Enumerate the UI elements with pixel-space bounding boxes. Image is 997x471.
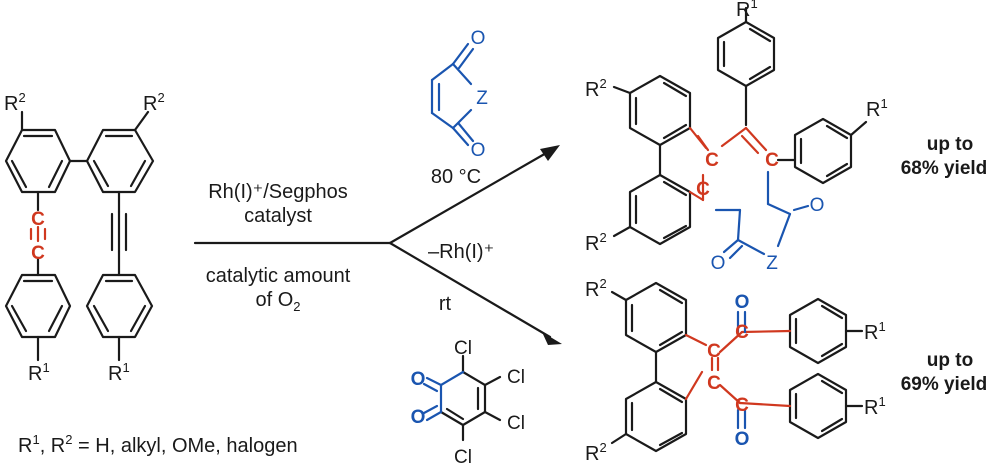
upper-R2-bottom: R2 xyxy=(585,230,607,255)
chloranil-Cl-4: Cl xyxy=(454,447,472,468)
maleimide-reagent xyxy=(430,42,475,147)
lower-product-core-red xyxy=(684,329,792,408)
upper-Z: Z xyxy=(766,253,778,274)
chloranil-Cl-2: Cl xyxy=(507,367,525,388)
lower-R2-top: R2 xyxy=(585,276,607,301)
upper-product xyxy=(612,6,868,246)
catalyst-label-2: catalyst xyxy=(244,205,312,227)
oxidant-label-2: of O2 xyxy=(255,289,300,314)
upper-product-core-red xyxy=(688,126,768,202)
rh-elimination: –Rh(I)⁺ xyxy=(428,241,494,263)
upper-O-right: O xyxy=(810,195,825,216)
sm-R2-right: R2 xyxy=(143,90,165,115)
sm-R1-left: R1 xyxy=(28,360,50,385)
lower-R1-bottom: R1 xyxy=(864,394,886,419)
right-aryl-ring xyxy=(85,128,155,194)
lower-C-2: C xyxy=(707,373,721,394)
right-lower-aryl xyxy=(85,273,154,339)
upper-C-1: C xyxy=(705,150,719,171)
upper-yield-line1: up to xyxy=(927,134,973,155)
upper-R1-right: R1 xyxy=(866,96,888,121)
substituent-footnote: R1, R2 = H, alkyl, OMe, halogen xyxy=(18,432,298,457)
upper-C-3: C xyxy=(696,179,710,200)
upper-yield-line2: 68% yield xyxy=(901,158,988,179)
maleimide-Z: Z xyxy=(476,88,488,109)
maleimide-O-bottom: O xyxy=(471,140,486,161)
maleimide-O-top: O xyxy=(471,28,486,49)
chloranil-reagent xyxy=(439,354,502,442)
chloranil-Cl-1: Cl xyxy=(454,338,472,359)
chloranil-O-1: O xyxy=(411,369,426,390)
lower-C-3: C xyxy=(735,322,749,343)
left-alkyne-red xyxy=(29,225,47,243)
left-aryl-ring xyxy=(4,128,72,194)
upper-C-2: C xyxy=(765,150,779,171)
lower-temperature: rt xyxy=(439,293,452,315)
sm-R1-right: R1 xyxy=(108,360,130,385)
lower-O-1: O xyxy=(735,292,750,313)
upper-O-left: O xyxy=(711,253,726,274)
starting-diyne xyxy=(4,110,155,362)
lower-O-2: O xyxy=(735,429,750,450)
alkyne-carbon-2: C xyxy=(31,243,45,264)
catalyst-label: Rh(I)⁺/Segphos xyxy=(208,181,348,203)
lower-R2-bottom: R2 xyxy=(585,440,607,465)
lower-C-1: C xyxy=(707,341,721,362)
lower-C-4: C xyxy=(735,395,749,416)
chloranil-Cl-3: Cl xyxy=(507,413,525,434)
upper-R2-top: R2 xyxy=(585,76,607,101)
upper-temperature: 80 °C xyxy=(431,166,481,188)
lower-R1-top: R1 xyxy=(864,319,886,344)
sm-R2-left: R2 xyxy=(4,90,26,115)
upper-product-succinimide-blue xyxy=(714,170,810,260)
reaction-arrows xyxy=(193,145,562,345)
lower-yield-line2: 69% yield xyxy=(901,374,988,395)
lower-yield-line1: up to xyxy=(927,350,973,371)
alkyne-carbon-1: C xyxy=(31,209,45,230)
left-lower-aryl xyxy=(4,273,72,339)
chloranil-O-2: O xyxy=(411,407,426,428)
oxidant-label: catalytic amount xyxy=(206,265,351,287)
lower-product xyxy=(610,281,864,453)
upper-R1-top: R1 xyxy=(736,0,758,21)
